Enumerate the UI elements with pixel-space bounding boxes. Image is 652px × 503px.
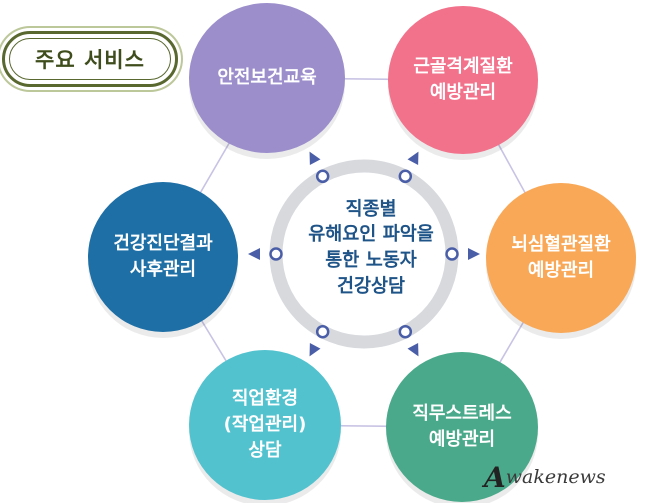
connector-arrow-5 xyxy=(248,248,260,260)
center-consultation-label: 직종별 유해요인 파악을 통한 노동자 건강상담 xyxy=(308,198,434,297)
node-musculoskeletal-prevention: 근골격계질환 예방관리 xyxy=(388,6,538,154)
connector-dot-3 xyxy=(398,324,413,339)
connector-arrow-3 xyxy=(407,343,419,357)
connector-dot-2 xyxy=(445,247,459,261)
main-services-badge-label: 주요 서비스 xyxy=(9,38,171,80)
connector-dot-5 xyxy=(269,247,283,261)
connector-arrow-2 xyxy=(468,248,480,260)
connector-arrow-4 xyxy=(309,343,321,357)
node-health-checkup-followup: 건강진단결과 사후관리 xyxy=(88,182,238,332)
main-services-badge: 주요 서비스 xyxy=(2,31,178,87)
node-safety-education: 안전보건교육 xyxy=(189,3,345,153)
connector-dot-1 xyxy=(398,169,413,184)
connector-arrow-0 xyxy=(309,151,321,165)
node-work-environment-consult: 직업환경 (작업관리) 상담 xyxy=(189,350,341,500)
watermark-text: wakenews xyxy=(505,466,606,488)
connector-dot-0 xyxy=(315,169,330,184)
node-cardiovascular-prevention: 뇌심혈관질환 예방관리 xyxy=(486,183,636,333)
connector-arrow-1 xyxy=(407,151,419,165)
node-job-stress-prevention: 직무스트레스 예방관리 xyxy=(386,352,538,502)
watermark-initial: A xyxy=(484,460,506,494)
connector-dot-4 xyxy=(315,324,330,339)
